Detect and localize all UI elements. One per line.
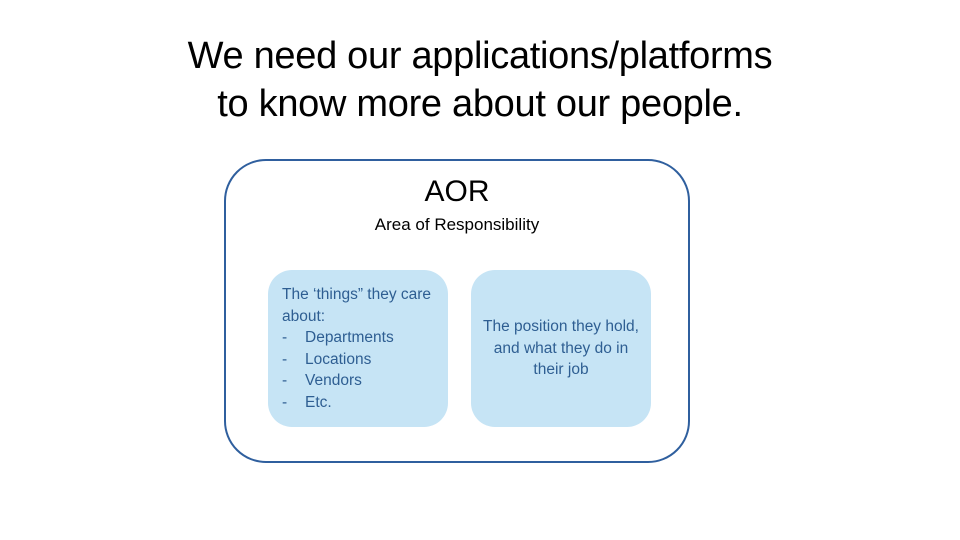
aor-container: [224, 159, 690, 463]
aor-subheading: Area of Responsibility: [374, 215, 540, 234]
slide-title-line-1: We need our applications/platforms: [187, 35, 773, 77]
list-item-label: Locations: [305, 350, 372, 368]
list-item: - Etc.: [282, 392, 438, 414]
position-card-text: The position they hold, and what they do…: [483, 318, 639, 379]
list-item-label: Departments: [305, 329, 394, 347]
list-item-label: Etc.: [305, 393, 332, 411]
slide-title: We need our applications/platforms to kn…: [0, 32, 960, 128]
aor-heading: AOR: [424, 175, 490, 208]
bullet-dash: -: [282, 350, 288, 368]
list-item-label: Vendors: [305, 372, 362, 390]
things-card: The ‘things” they care about: - Departme…: [268, 270, 448, 427]
bullet-dash: -: [282, 393, 288, 411]
list-item: - Vendors: [282, 370, 438, 392]
bullet-dash: -: [282, 372, 288, 390]
list-item: - Locations: [282, 349, 438, 371]
slide-title-line-2: to know more about our people.: [217, 83, 743, 125]
list-item: - Departments: [282, 327, 438, 349]
things-card-intro: The ‘things” they care about:: [282, 286, 432, 325]
position-card: The position they hold, and what they do…: [471, 270, 651, 427]
things-list: - Departments - Locations - Vendors - Et…: [282, 327, 438, 413]
bullet-dash: -: [282, 329, 288, 347]
